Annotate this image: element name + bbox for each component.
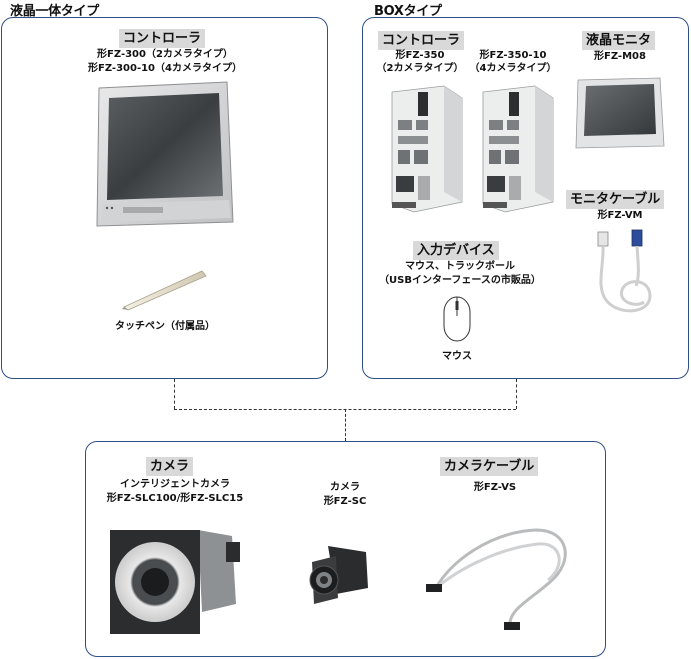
box-controller-header: コントローラ: [378, 31, 465, 50]
intelligent-camera-desc: インテリジェントカメラ: [120, 479, 230, 490]
camera-cable-header: カメラケーブル: [440, 457, 539, 476]
camera-cable-model: 形FZ-VS: [473, 482, 517, 493]
lcd-monitor-header: 液晶モニタ: [582, 31, 656, 50]
lcd-controller-model-2cam: 形FZ-300（2カメラタイプ）: [97, 49, 233, 60]
lcd-controller-image: [96, 81, 234, 227]
mouse-label: マウス: [442, 351, 472, 362]
box-controller-model-a-sub: （2カメラタイプ）: [376, 63, 464, 74]
monitor-cable-header: モニタケーブル: [566, 190, 665, 209]
box-controller-2cam-image: [391, 85, 463, 213]
intelligent-camera-image: [110, 530, 240, 634]
camera-sc-name: カメラ: [330, 482, 360, 493]
box-type-title: BOXタイプ: [374, 4, 442, 19]
input-device-header: 入力デバイス: [413, 241, 499, 260]
lcd-monitor-image: [575, 77, 665, 149]
touch-pen-image: [122, 270, 207, 311]
box-controller-model-a: 形FZ-350: [395, 50, 445, 61]
input-device-desc-usb: （USBインターフェースの市販品）: [379, 275, 541, 286]
camera-cable-image: [426, 528, 567, 630]
monitor-cable-model: 形FZ-VM: [597, 210, 643, 221]
camera-header: カメラ: [146, 457, 194, 476]
box-controller-model-b-sub: （4カメラタイプ）: [469, 63, 557, 74]
connector-center-vertical: [345, 409, 346, 441]
touch-pen-label: タッチペン（付属品）: [115, 321, 215, 332]
mouse-image: [443, 296, 471, 342]
lcd-controller-model-4cam: 形FZ-300-10（4カメラタイプ）: [88, 63, 242, 74]
connector-right-vertical: [516, 379, 517, 409]
intelligent-camera-models: 形FZ-SLC100/形FZ-SLC15: [106, 493, 244, 504]
box-controller-model-b: 形FZ-350-10: [479, 50, 547, 61]
connector-left-vertical: [174, 379, 175, 409]
lcd-controller-header: コントローラ: [119, 29, 206, 48]
monitor-cable-image: [597, 229, 652, 313]
box-controller-4cam-image: [482, 85, 554, 213]
input-device-desc: マウス、トラックボール: [405, 261, 515, 272]
lcd-monitor-model: 形FZ-M08: [594, 51, 646, 62]
camera-sc-image: [309, 546, 368, 604]
camera-sc-model: 形FZ-SC: [323, 496, 367, 507]
lcd-integrated-title: 液晶一体タイプ: [10, 4, 99, 19]
